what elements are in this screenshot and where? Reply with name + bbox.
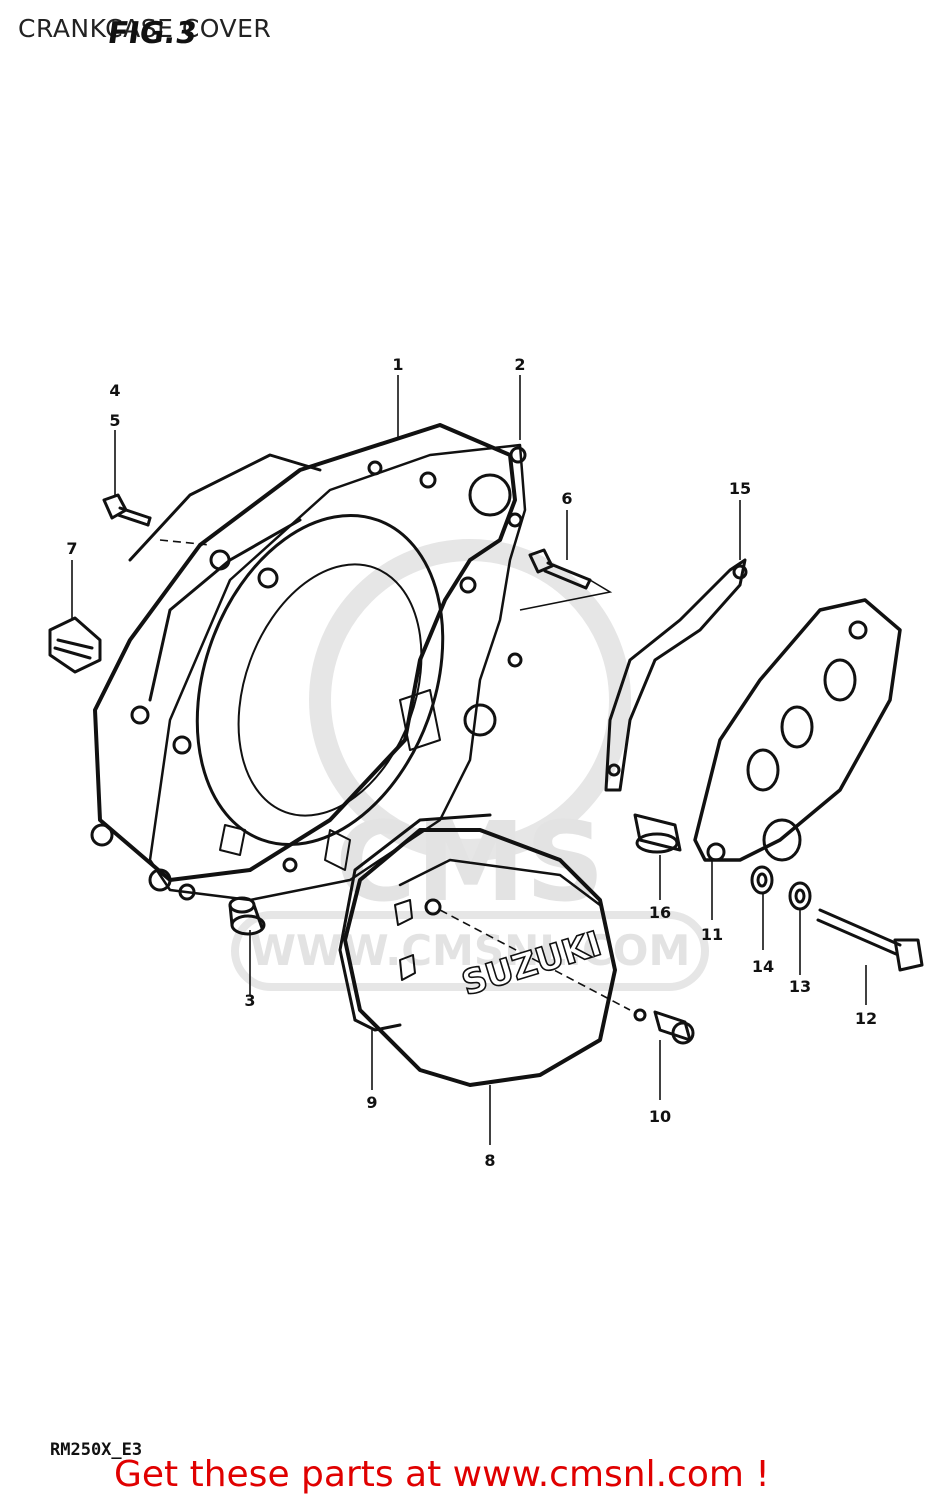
washer-14-drawing [750,865,774,895]
callout-9: 9 [366,1093,377,1112]
bolt-4-drawing [102,493,152,527]
model-code: RM250X_E3 [50,1440,143,1460]
footer-link[interactable]: Get these parts at www.cmsnl.com ! [114,1454,770,1495]
callout-3: 3 [244,991,255,1010]
bracket-drawing [604,558,748,792]
sprocket-guard-drawing [693,598,902,862]
washer-13-drawing [788,881,812,911]
callout-15: 15 [729,479,751,498]
callout-5: 5 [109,411,120,430]
gasket-drawing [148,443,527,902]
cover-gasket-drawing [338,813,492,1032]
callout-10: 10 [649,1107,671,1126]
magneto-cover-drawing [343,828,617,1087]
screw-10-drawing [633,1008,695,1045]
callout-1: 1 [392,355,403,374]
callout-12: 12 [855,1009,877,1028]
callout-14: 14 [752,957,774,976]
leader-lines [71,375,867,1145]
spacer-drawing [633,813,682,854]
callout-2: 2 [514,355,525,374]
filler-cap-drawing [48,616,102,674]
callout-4: 4 [109,381,120,400]
callout-11: 11 [701,925,723,944]
bolt-6-drawing [528,548,592,590]
dowel-pin-drawing [228,896,266,936]
callout-13: 13 [789,977,811,996]
callout-7: 7 [66,539,77,558]
watermark-ring [309,539,631,861]
callout-8: 8 [484,1151,495,1170]
figure-label: FIG.3 [105,16,200,51]
page-caption: CRANKCASE COVER [18,14,272,43]
watermark-site: WWW.CMSNL.COM [250,926,691,975]
callout-16: 16 [649,903,671,922]
bolt-12-drawing [816,908,924,972]
watermark-banner [231,911,709,991]
watermark: CMS WWW.CMSNL.COM [231,539,709,991]
callout-6: 6 [561,489,572,508]
callouts: 1 2 3 4 5 6 7 8 9 10 11 12 13 14 15 16 [66,355,877,1170]
